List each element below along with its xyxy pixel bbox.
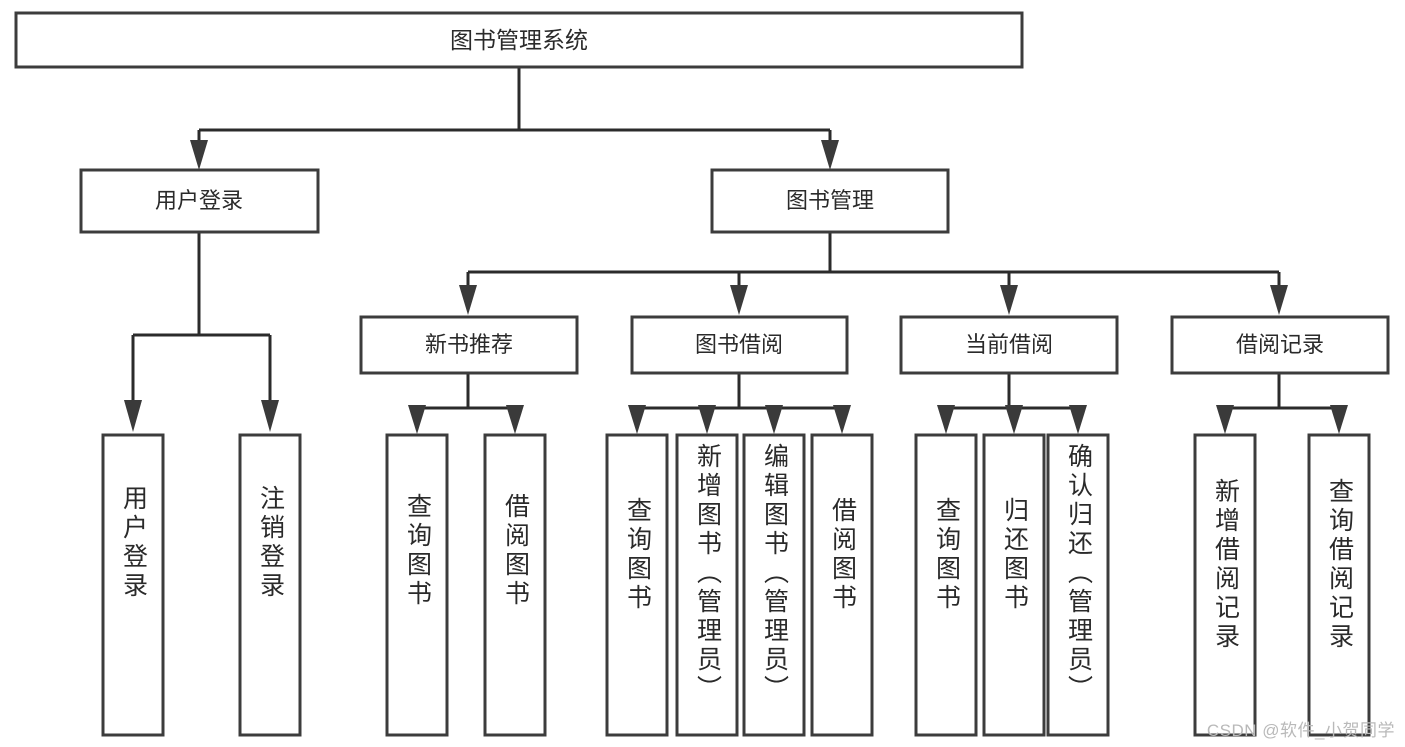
arrow-borrow-leaf2 <box>698 405 716 434</box>
leaf-box-borrow-1[interactable] <box>675 433 739 737</box>
arrow-current-leaf3 <box>1069 405 1087 434</box>
connector-group <box>124 67 1348 434</box>
leaf-box-user-login-1[interactable] <box>238 433 302 737</box>
arrow-root-to-book <box>821 140 839 170</box>
arrow-root-to-user <box>190 140 208 170</box>
node-current-borrow[interactable]: 当前借阅 <box>899 315 1119 375</box>
node-book-borrow-label: 图书借阅 <box>695 332 783 357</box>
node-book-borrow-box[interactable] <box>630 315 849 375</box>
leaf-box-recommend-1[interactable] <box>483 433 547 737</box>
leaf-box-record-0[interactable] <box>1193 433 1257 737</box>
arrow-user-leaf1 <box>124 400 142 432</box>
node-user-login-label: 用户登录 <box>155 188 243 213</box>
arrow-rec-leaf2 <box>506 405 524 434</box>
node-book-manage-box[interactable] <box>710 168 950 234</box>
leaf-box-borrow-2[interactable] <box>742 433 806 737</box>
arrow-user-leaf2 <box>261 400 279 432</box>
leaf-box-current-2[interactable] <box>1046 433 1110 737</box>
node-borrow-record-label: 借阅记录 <box>1236 332 1324 357</box>
arrow-book-to-l3c <box>1000 285 1018 315</box>
arrow-record-leaf1 <box>1216 405 1234 434</box>
node-book-borrow[interactable]: 图书借阅 <box>630 315 849 375</box>
node-root-label: 图书管理系统 <box>450 27 588 53</box>
node-borrow-record-box[interactable] <box>1170 315 1390 375</box>
arrow-book-to-l3a <box>459 285 477 315</box>
leaf-box-user-login-0[interactable] <box>101 433 165 737</box>
watermark-text: CSDN @软件_小贺同学 <box>1206 721 1395 740</box>
node-root[interactable]: 图书管理系统 <box>14 11 1024 69</box>
node-root-box[interactable] <box>14 11 1024 69</box>
leaf-box-borrow-3[interactable] <box>810 433 874 737</box>
leaf-box-record-1[interactable] <box>1307 433 1371 737</box>
leaf-box-current-0[interactable] <box>914 433 978 737</box>
node-borrow-record[interactable]: 借阅记录 <box>1170 315 1390 375</box>
node-user-login[interactable]: 用户登录 <box>79 168 320 234</box>
arrow-record-leaf2 <box>1330 405 1348 434</box>
node-new-book-recommend-label: 新书推荐 <box>425 332 513 357</box>
leaf-box-borrow-0[interactable] <box>605 433 669 737</box>
arrow-book-to-l3b <box>730 285 748 315</box>
node-user-login-box[interactable] <box>79 168 320 234</box>
arrow-current-leaf1 <box>937 405 955 434</box>
node-current-borrow-box[interactable] <box>899 315 1119 375</box>
arrow-current-leaf2 <box>1005 405 1023 434</box>
node-new-book-recommend-box[interactable] <box>359 315 579 375</box>
node-book-manage[interactable]: 图书管理 <box>710 168 950 234</box>
arrow-book-to-l3d <box>1270 285 1288 315</box>
arrow-borrow-leaf3 <box>765 405 783 434</box>
leaf-box-current-1[interactable] <box>982 433 1046 737</box>
arrow-borrow-leaf1 <box>628 405 646 434</box>
leaf-box-recommend-0[interactable] <box>385 433 449 737</box>
node-new-book-recommend[interactable]: 新书推荐 <box>359 315 579 375</box>
node-book-manage-label: 图书管理 <box>786 188 874 213</box>
node-current-borrow-label: 当前借阅 <box>965 332 1053 357</box>
arrow-rec-leaf1 <box>408 405 426 434</box>
arrow-borrow-leaf4 <box>833 405 851 434</box>
